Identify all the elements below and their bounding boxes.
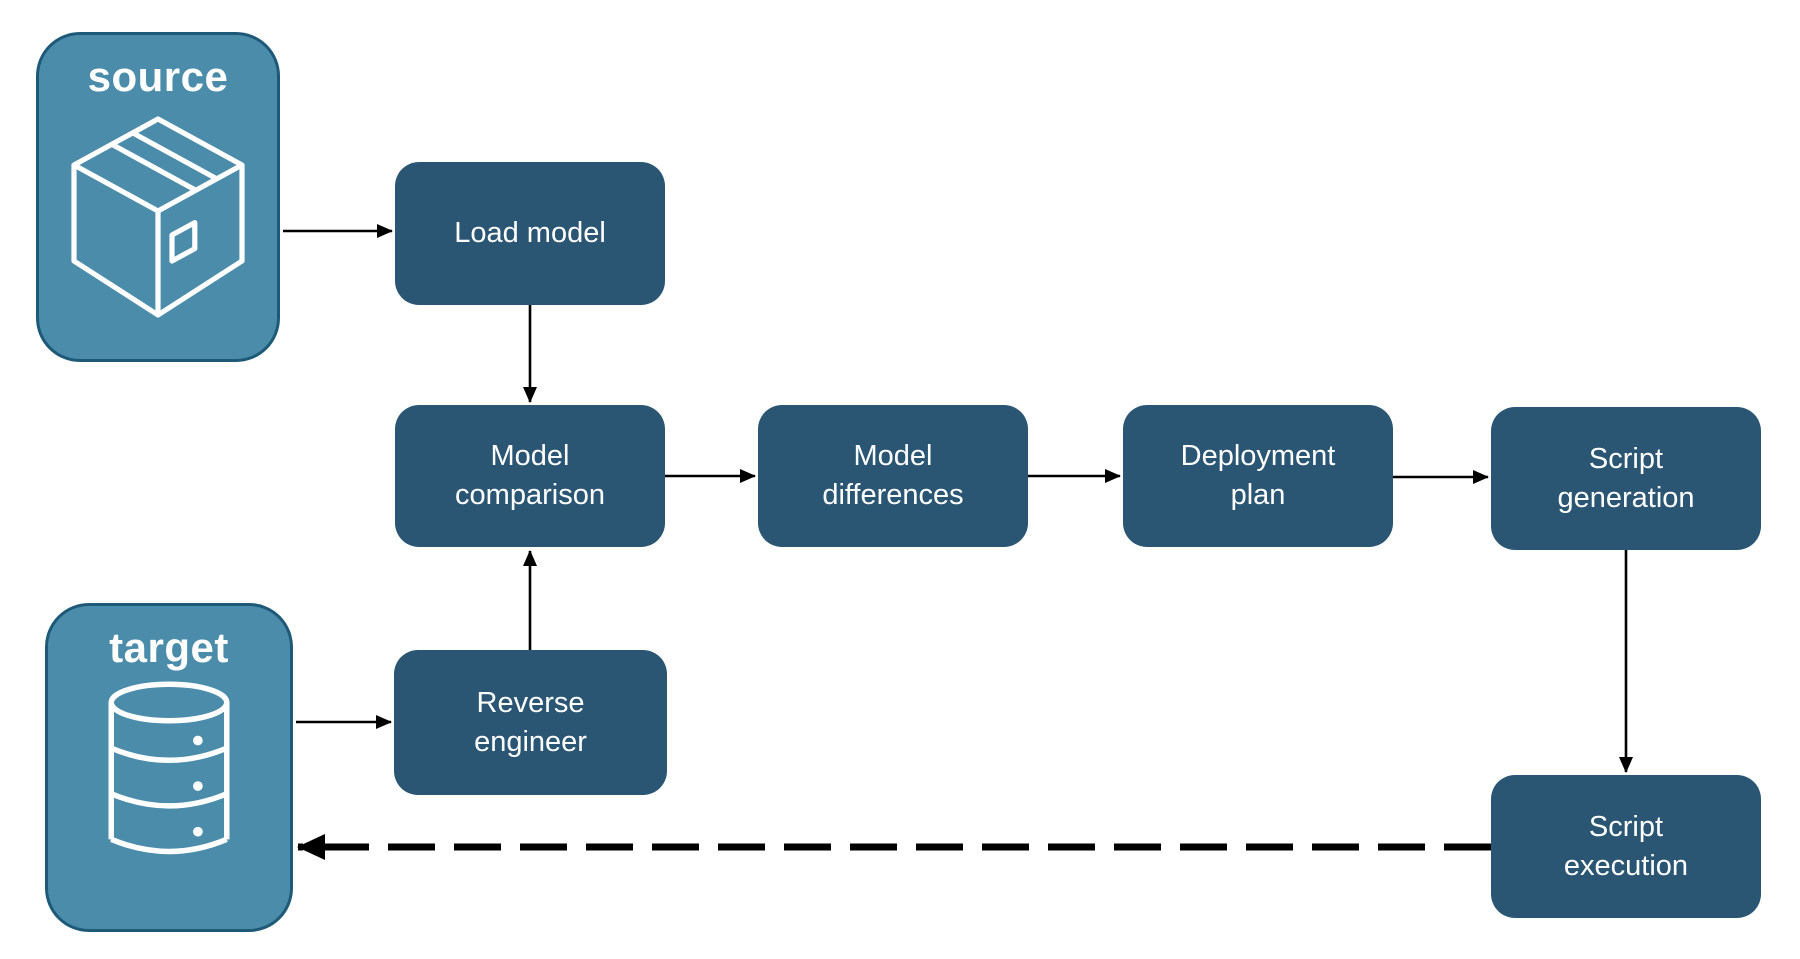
node-deployment-plan: Deployment plan: [1123, 405, 1393, 547]
endpoint-target: target: [45, 603, 293, 932]
node-label: Model differences: [822, 440, 964, 511]
node-load-model: Load model: [395, 162, 665, 305]
target-label: target: [109, 624, 229, 671]
node-label: Reverse engineer: [474, 686, 587, 758]
node-reverse-engineer: Reverse engineer: [394, 650, 667, 795]
node-label: Deployment plan: [1180, 440, 1336, 511]
node-label: Load model: [454, 217, 606, 249]
endpoint-source: source: [36, 32, 280, 362]
node-model-comparison: Model comparison: [395, 405, 665, 547]
node-label: Script generation: [1557, 442, 1695, 514]
node-label: Model comparison: [455, 440, 605, 511]
node-script-generation: Script generation: [1491, 407, 1761, 550]
package-icon: [71, 116, 245, 318]
source-label: source: [87, 53, 229, 100]
database-icon: [108, 681, 230, 855]
node-model-differences: Model differences: [758, 405, 1028, 547]
node-label: Script execution: [1563, 810, 1689, 882]
node-script-execution: Script execution: [1491, 775, 1761, 918]
